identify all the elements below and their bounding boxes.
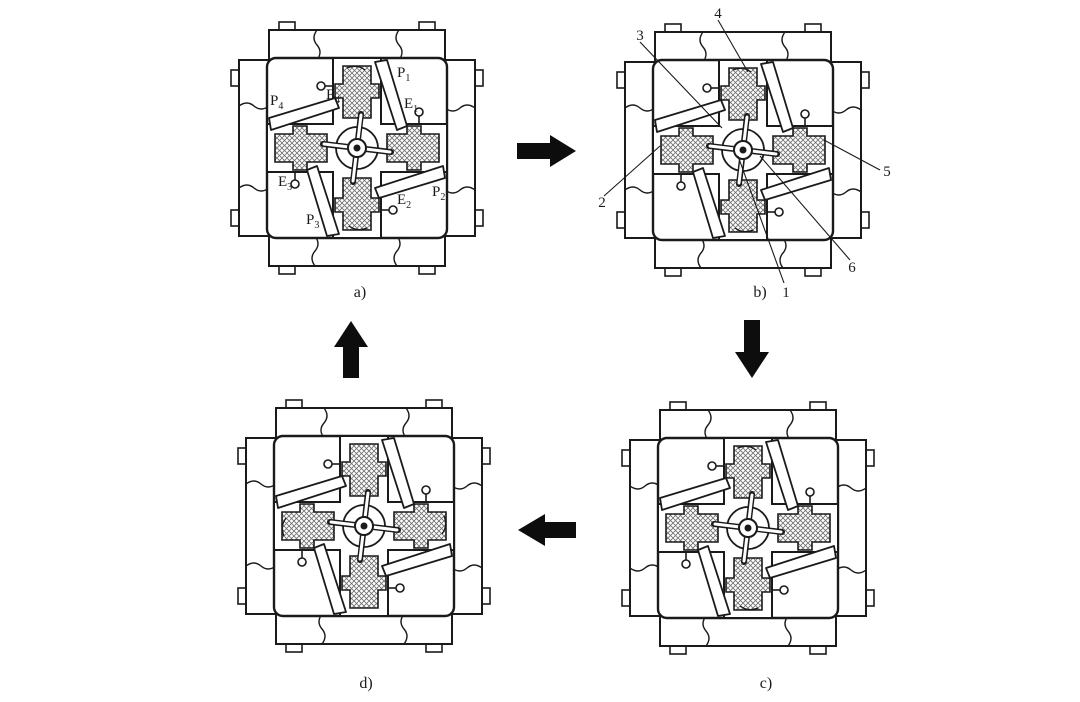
port-label-e1: E1 bbox=[404, 96, 418, 115]
arrow-left-icon bbox=[518, 514, 576, 546]
caption-c: c) bbox=[760, 675, 772, 692]
panel-c: c) bbox=[622, 402, 874, 692]
port-label-p4: P4 bbox=[270, 93, 283, 112]
callout-1: 1 bbox=[782, 285, 790, 301]
distributor-unit-c bbox=[622, 402, 874, 654]
caption-b: b) bbox=[753, 284, 766, 301]
port-label-p1: P1 bbox=[397, 65, 410, 84]
arrow-up-icon bbox=[334, 321, 368, 378]
callout-3: 3 bbox=[636, 28, 644, 44]
port-label-p3: P3 bbox=[306, 212, 319, 231]
panel-b: 1 2 3 4 5 6 b) bbox=[598, 6, 891, 301]
port-label-e2: E2 bbox=[397, 192, 411, 211]
arrow-right-icon bbox=[517, 135, 576, 167]
port-label-e3: E3 bbox=[278, 174, 292, 193]
caption-d: d) bbox=[359, 675, 372, 692]
callout-2: 2 bbox=[598, 195, 606, 211]
leader-lines-b bbox=[603, 19, 881, 284]
callout-numbers-b: 1 2 3 4 5 6 bbox=[598, 6, 891, 301]
caption-a: a) bbox=[354, 284, 366, 301]
callout-4: 4 bbox=[714, 6, 722, 22]
distributor-unit-a bbox=[231, 22, 483, 274]
callout-6: 6 bbox=[848, 260, 856, 276]
arrow-down-icon bbox=[735, 320, 769, 378]
callout-5: 5 bbox=[883, 164, 891, 180]
panel-d: d) bbox=[238, 400, 490, 692]
port-label-p2: P2 bbox=[432, 184, 445, 203]
port-label-e4: E4 bbox=[326, 87, 340, 106]
distributor-unit-d bbox=[238, 400, 490, 652]
